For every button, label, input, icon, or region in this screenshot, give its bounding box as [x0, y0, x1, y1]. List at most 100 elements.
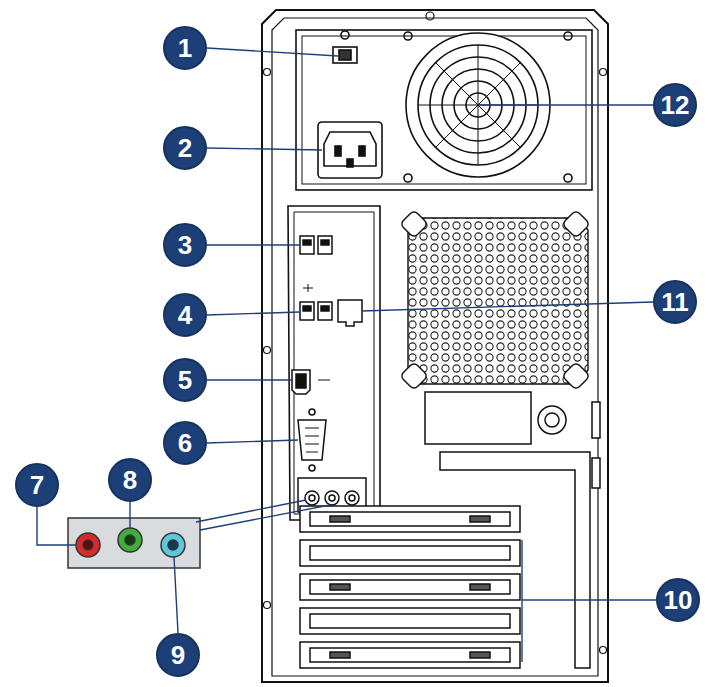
vent-grille-part — [400, 362, 428, 390]
expansion-slots-part — [300, 642, 520, 668]
vga-port-part — [309, 409, 315, 415]
hdmi-port-part — [318, 380, 330, 381]
expansion-slots-part — [310, 580, 510, 594]
hdmi-port-part — [296, 374, 306, 388]
usb-ports-part — [318, 302, 332, 320]
power-socket — [318, 122, 382, 178]
callout-number: 5 — [178, 367, 192, 393]
expansion-slots-part — [470, 516, 490, 522]
callout-number: 12 — [661, 92, 690, 118]
power-socket-part — [318, 122, 382, 178]
usb-ports-part — [318, 236, 332, 254]
vent-grille-part — [400, 210, 428, 238]
label-plate-part — [592, 402, 600, 438]
leader-lines-part — [200, 505, 330, 530]
usb-ports-part — [300, 236, 314, 254]
chassis-part — [264, 347, 271, 354]
vent-grille-part — [562, 362, 590, 390]
power-socket-part — [359, 146, 365, 156]
vga-port — [298, 409, 326, 471]
audio-jacks-part — [329, 495, 335, 501]
power-supply-part — [564, 32, 572, 40]
callout-number: 3 — [178, 232, 192, 258]
expansion-slots-part — [300, 574, 520, 600]
usb-ports-part — [321, 306, 329, 311]
usb-ports-part — [300, 302, 314, 320]
power-socket-part — [335, 146, 341, 156]
power-supply-part — [564, 174, 572, 182]
expansion-slots-part — [300, 540, 520, 566]
callout-circle: 8 — [108, 458, 152, 502]
chassis-part — [264, 69, 271, 76]
power-supply — [296, 30, 592, 190]
chassis — [262, 10, 608, 682]
io-shield-part — [294, 212, 374, 514]
label-plate — [425, 392, 600, 488]
hdmi-port-part — [292, 370, 310, 394]
chassis-part — [262, 10, 608, 682]
audio-inset-part — [68, 518, 200, 568]
hdmi-port — [292, 370, 330, 394]
audio-jacks-part — [345, 491, 359, 505]
power-supply-part — [341, 31, 349, 39]
leader-lines-part — [522, 599, 656, 600]
audio-jacks-part — [305, 491, 319, 505]
vga-port-part — [309, 465, 315, 471]
vent-grille-part — [408, 218, 588, 384]
expansion-slots-part — [470, 584, 490, 590]
expansion-slots-part — [330, 652, 350, 658]
callout-number: 4 — [178, 302, 192, 328]
callout-number: 11 — [661, 289, 689, 315]
expansion-slots — [300, 452, 590, 668]
leader-lines-part — [207, 148, 322, 150]
leader-lines-part — [37, 507, 76, 545]
usb-ports-part — [303, 306, 311, 311]
chassis-part — [272, 18, 598, 676]
audio-inset-part — [76, 533, 100, 557]
chassis-part — [264, 602, 271, 609]
power-supply-part — [404, 32, 412, 40]
leader-lines-part — [207, 312, 300, 315]
callout-number: 10 — [664, 587, 693, 613]
expansion-slots-part — [470, 652, 490, 658]
power-switch-part — [339, 50, 351, 60]
callout-circle: 10 — [656, 578, 700, 622]
callout-number: 9 — [171, 642, 185, 668]
usb-ports-part — [303, 240, 311, 245]
audio-inset-part — [161, 533, 185, 557]
audio-inset — [68, 518, 200, 568]
vga-port-part — [298, 420, 326, 460]
callout-number: 1 — [178, 35, 192, 61]
expansion-slots-part — [310, 614, 510, 628]
callout-number: 2 — [178, 135, 192, 161]
leader-lines-part — [174, 557, 178, 633]
leader-lines-part — [521, 540, 522, 662]
expansion-slots-part — [310, 546, 510, 560]
lan-port-part — [338, 300, 362, 326]
power-supply-part — [404, 174, 412, 182]
label-plate-part — [425, 392, 531, 444]
callout-number: 8 — [123, 467, 137, 493]
vent-grille — [400, 210, 590, 390]
callout-circle: 4 — [163, 293, 207, 337]
callout-number: 7 — [30, 472, 44, 498]
callout-circle: 6 — [163, 421, 207, 465]
vent-grille-part — [562, 210, 590, 238]
callout-circle: 3 — [163, 223, 207, 267]
expansion-slots-part — [330, 516, 350, 522]
expansion-slots-part — [300, 608, 520, 634]
expansion-slots-part — [310, 648, 510, 662]
vga-port-part — [305, 428, 319, 452]
power-supply-part — [296, 30, 592, 190]
callout-number: 6 — [178, 430, 192, 456]
leader-lines-part — [196, 500, 306, 522]
power-socket-part — [324, 132, 376, 166]
leader-lines-part — [478, 104, 653, 105]
leader-lines — [37, 48, 656, 662]
callout-circle: 2 — [163, 126, 207, 170]
audio-inset-part — [118, 528, 142, 552]
power-switch-part — [333, 47, 357, 63]
